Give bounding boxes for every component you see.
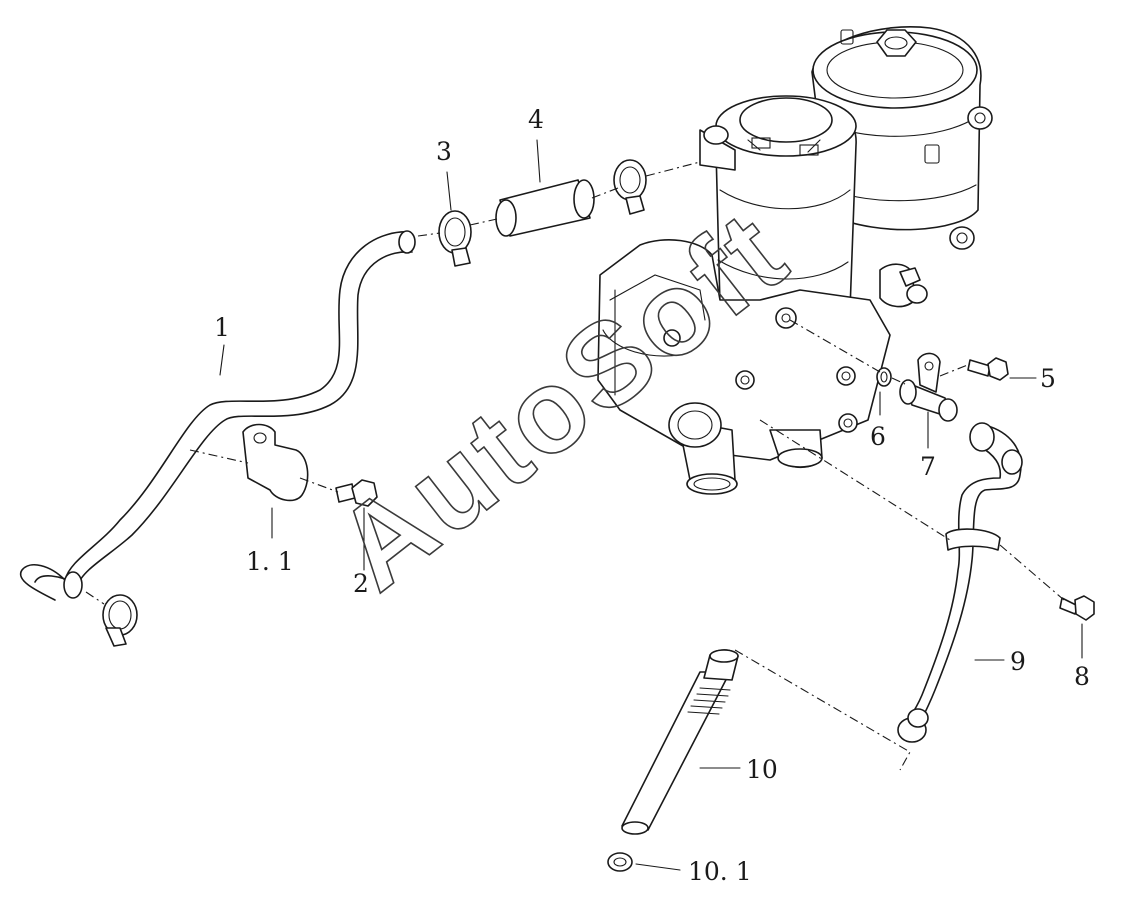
hose-clamp-part-3 — [438, 210, 472, 267]
leader-lines — [219, 139, 1083, 871]
callout-8: 8 — [1074, 662, 1090, 691]
hose-sleeve-part-4 — [495, 179, 595, 237]
bolt-part-5 — [967, 357, 1009, 381]
washer-part-10-1 — [607, 852, 633, 872]
callout-1: 1 — [214, 313, 230, 342]
bolt-part-8 — [1059, 595, 1095, 621]
callout-3: 3 — [436, 137, 452, 166]
assembly-centerlines — [85, 161, 1065, 771]
bracket-part-1-1 — [242, 423, 309, 502]
callout-5: 5 — [1040, 364, 1056, 393]
hose-clamp-lower — [102, 594, 138, 647]
tube-part-10 — [621, 649, 739, 835]
callout-labels: 1 1. 1 2 3 4 5 6 7 8 9 10 10. 1 — [214, 105, 1090, 886]
banjo-fitting-part-7 — [899, 352, 958, 422]
callout-9: 9 — [1010, 647, 1026, 676]
callout-10-1: 10. 1 — [688, 857, 752, 886]
callout-1-1: 1. 1 — [246, 547, 294, 576]
o-ring-part-6 — [876, 367, 892, 387]
bolt-part-2 — [335, 479, 378, 507]
callout-10: 10 — [746, 755, 778, 784]
hose-clamp-upper — [613, 159, 647, 215]
callout-7: 7 — [920, 452, 936, 481]
callout-4: 4 — [528, 105, 544, 134]
filter-housing-assembly — [597, 26, 993, 495]
callout-6: 6 — [870, 422, 886, 451]
callout-2: 2 — [353, 569, 369, 598]
oil-return-pipe-part-9 — [897, 422, 1023, 743]
breather-hose-part-1 — [19, 230, 416, 601]
